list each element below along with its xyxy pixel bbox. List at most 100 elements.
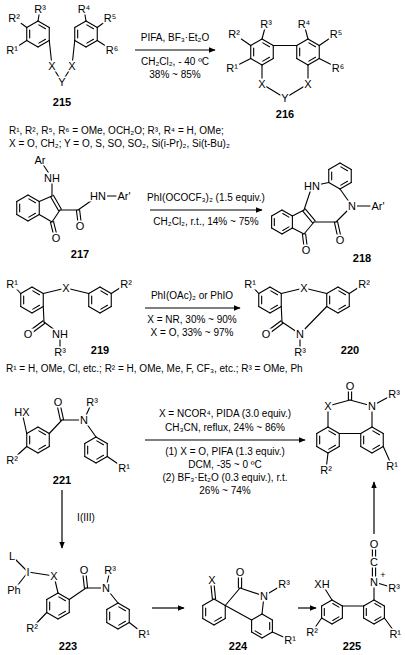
ring-double-bond bbox=[39, 39, 46, 43]
reagent-text: I(III) bbox=[76, 513, 96, 523]
ring-bond bbox=[251, 620, 252, 632]
ring-double-bond bbox=[33, 305, 40, 309]
ring-bond bbox=[271, 216, 272, 228]
ring-bond bbox=[364, 600, 374, 606]
ring-bond bbox=[319, 46, 320, 59]
atom-label: R² bbox=[357, 279, 371, 290]
atom-label: R² bbox=[319, 465, 333, 476]
single-bond bbox=[225, 588, 240, 606]
ring-double-bond bbox=[363, 436, 364, 444]
double-bond bbox=[51, 197, 59, 211]
ring-bond bbox=[329, 183, 340, 190]
ring-bond bbox=[328, 447, 339, 454]
ring-bond bbox=[85, 437, 96, 444]
single-bond bbox=[52, 210, 60, 222]
ring-bond bbox=[328, 427, 339, 434]
single-bond bbox=[60, 209, 78, 210]
atom-label: R¹ bbox=[385, 461, 399, 472]
atom-label: R³ bbox=[293, 347, 307, 358]
ring-double-bond bbox=[309, 43, 316, 47]
atom-label: R³ bbox=[277, 579, 291, 590]
reaction-arrow bbox=[150, 209, 262, 210]
ring-bond bbox=[20, 294, 21, 307]
atom-label: R³ bbox=[387, 389, 401, 400]
single-bond bbox=[314, 221, 336, 222]
ring-double-bond bbox=[373, 431, 380, 435]
atom-label: X bbox=[47, 61, 56, 72]
ring-bond bbox=[317, 427, 328, 434]
ring-bond bbox=[86, 21, 97, 28]
reagent-text: PIFA, BF₃·Et₂O bbox=[140, 33, 211, 43]
ring-bond bbox=[297, 39, 308, 46]
atom-label: R³ bbox=[33, 4, 47, 15]
ring-double-bond bbox=[333, 617, 339, 621]
compound-number: 217 bbox=[70, 249, 90, 260]
ring-bond bbox=[259, 287, 270, 294]
ring-double-bond bbox=[271, 305, 278, 309]
ring-bond bbox=[39, 202, 40, 215]
ring-bond bbox=[332, 600, 342, 606]
atom-label: N bbox=[101, 583, 111, 594]
compound-number: 215 bbox=[52, 97, 72, 108]
ring-double-bond bbox=[373, 445, 380, 449]
ring-double-bond bbox=[109, 612, 110, 620]
reagent-text: X = NCOR⁴, PIDA (3.0 equiv.) bbox=[158, 409, 292, 419]
ring-bond bbox=[75, 21, 86, 28]
atom-label: Y bbox=[280, 93, 289, 104]
ring-double-bond bbox=[59, 597, 66, 601]
atom-label: N bbox=[259, 591, 269, 602]
ring-double-bond bbox=[97, 441, 104, 445]
ring-bond bbox=[118, 603, 129, 610]
ring-double-bond bbox=[49, 602, 50, 610]
reagent-text: PhI(OCOCF₃)₂ (1.5 equiv.) bbox=[146, 193, 266, 203]
ring-double-bond bbox=[283, 227, 289, 231]
atom-label: X bbox=[207, 575, 216, 586]
ring-double-bond bbox=[101, 305, 108, 309]
atom-label: X bbox=[49, 571, 58, 582]
ring-bond bbox=[308, 39, 319, 46]
ring-double-bond bbox=[375, 617, 381, 621]
atom-label: X bbox=[61, 283, 70, 294]
ring-bond bbox=[329, 163, 340, 170]
double-bond bbox=[53, 195, 61, 209]
ring-double-bond bbox=[19, 204, 20, 212]
ring-bond bbox=[17, 215, 28, 222]
ring-bond bbox=[47, 613, 58, 620]
atom-label: R³ bbox=[387, 583, 401, 594]
ring-bond bbox=[203, 619, 214, 626]
ring-bond bbox=[349, 294, 350, 307]
atom-label: X bbox=[303, 79, 312, 90]
ring-bond bbox=[89, 287, 100, 294]
ring-bond bbox=[338, 307, 349, 314]
ring-double-bond bbox=[205, 608, 206, 616]
atom-label: L bbox=[8, 551, 16, 562]
atom-label: R² bbox=[7, 13, 21, 24]
ring-bond bbox=[273, 46, 274, 59]
ring-bond bbox=[340, 183, 351, 190]
ring-bond bbox=[321, 606, 322, 618]
ring-bond bbox=[38, 427, 49, 434]
ring-bond bbox=[332, 618, 342, 624]
compound-number: 216 bbox=[275, 109, 295, 120]
atom-label: N bbox=[79, 415, 89, 426]
ring-bond bbox=[372, 447, 383, 454]
atom-label: O bbox=[75, 221, 86, 232]
atom-label: R¹ bbox=[5, 279, 19, 290]
ring-bond bbox=[111, 294, 112, 307]
ring-bond bbox=[372, 427, 383, 434]
atom-label: R³ bbox=[259, 19, 273, 30]
reagent-text: DCM, -35 ~ 0 ºC bbox=[187, 460, 262, 470]
ring-bond bbox=[21, 307, 32, 314]
ring-double-bond bbox=[29, 436, 30, 444]
reaction-arrow bbox=[135, 49, 215, 50]
ring-bond bbox=[363, 606, 364, 618]
atom-label: NH bbox=[43, 173, 61, 184]
ring-bond bbox=[364, 618, 374, 624]
atom-label: X bbox=[323, 401, 332, 412]
atom-label: Y bbox=[57, 77, 66, 88]
ring-double-bond bbox=[333, 604, 339, 608]
atom-label: R¹ bbox=[5, 45, 19, 56]
atom-label: Ar' bbox=[370, 201, 385, 212]
ring-double-bond bbox=[39, 431, 46, 435]
